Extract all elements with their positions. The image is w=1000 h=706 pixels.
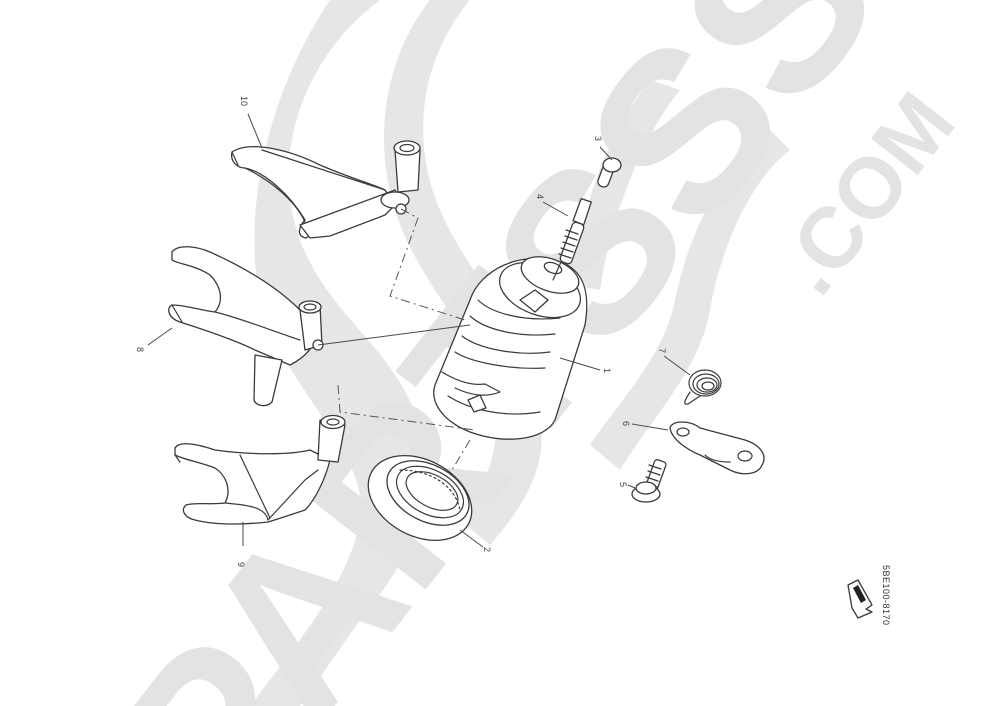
callout-4: 4 xyxy=(535,194,545,199)
callout-9: 9 xyxy=(236,562,246,567)
front-arrow-icon xyxy=(847,579,873,619)
shift-fork-9 xyxy=(174,414,346,525)
spring-4 xyxy=(552,197,592,281)
pin-3 xyxy=(597,157,622,188)
callout-10: 10 xyxy=(239,96,249,106)
callout-2: 2 xyxy=(482,547,492,552)
callout-7: 7 xyxy=(657,348,667,353)
shift-fork-8 xyxy=(168,246,324,407)
callout-8: 8 xyxy=(135,347,145,352)
bolt-5 xyxy=(631,459,667,503)
shift-drum-1 xyxy=(433,256,588,440)
reference-code: 5BE100-8170 xyxy=(881,565,891,626)
callout-labels: 10 8 9 2 1 3 4 7 6 5 xyxy=(135,96,667,567)
torsion-spring-7 xyxy=(684,369,722,405)
assembly-lines xyxy=(337,208,476,471)
watermark-swoosh-right xyxy=(590,130,790,470)
callout-3: 3 xyxy=(593,136,603,141)
callout-5: 5 xyxy=(618,482,628,487)
watermark-swoosh-left xyxy=(250,0,427,706)
bearing-2 xyxy=(367,455,473,541)
shift-fork-10 xyxy=(230,140,421,239)
leader-lines xyxy=(147,113,691,548)
callout-6: 6 xyxy=(621,421,631,426)
stopper-lever-6 xyxy=(669,421,765,475)
callout-1: 1 xyxy=(602,368,612,373)
watermark-swoosh-right2 xyxy=(570,80,680,290)
